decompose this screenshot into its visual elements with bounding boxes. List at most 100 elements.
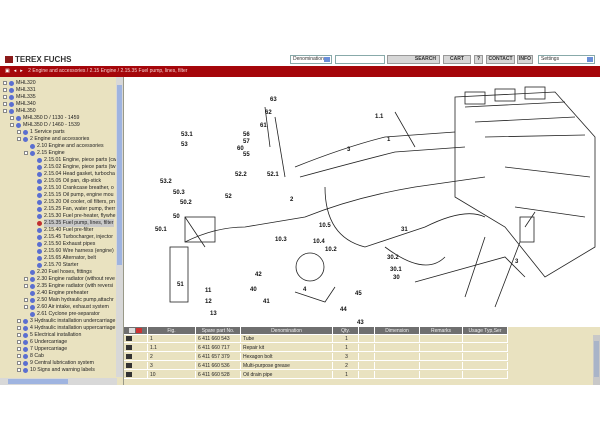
callout-label[interactable]: 52.2 xyxy=(235,172,247,178)
col-remarks[interactable]: Remarks xyxy=(420,327,463,335)
callout-label[interactable]: 40 xyxy=(250,287,257,293)
folder-icon[interactable]: ▣ xyxy=(5,68,10,74)
search-button[interactable]: SEARCH xyxy=(387,55,440,64)
table-vertical-scrollbar[interactable] xyxy=(593,335,600,385)
expand-toggle-icon[interactable] xyxy=(17,354,21,358)
callout-label[interactable]: 12 xyxy=(205,299,212,305)
callout-label[interactable]: 43 xyxy=(357,320,364,326)
expand-toggle-icon[interactable] xyxy=(10,123,14,127)
callout-label[interactable]: 51 xyxy=(177,282,184,288)
expand-toggle-icon[interactable] xyxy=(3,102,7,106)
expand-toggle-icon[interactable] xyxy=(17,333,21,337)
callout-label[interactable]: 44 xyxy=(340,307,347,313)
tree-item[interactable]: MHL350 xyxy=(3,107,36,115)
help-button[interactable]: ? xyxy=(474,55,483,64)
expand-toggle-icon[interactable] xyxy=(17,368,21,372)
callout-label[interactable]: 50.3 xyxy=(173,190,185,196)
callout-label[interactable]: 31 xyxy=(401,227,408,233)
col-spare-part-no[interactable]: Spare part No. xyxy=(196,327,241,335)
add-to-cart-icon[interactable] xyxy=(124,371,148,379)
add-to-cart-icon[interactable] xyxy=(124,335,148,343)
callout-label[interactable]: 30 xyxy=(393,275,400,281)
tree-item[interactable]: 2.15.15 Oil pump, engine mou xyxy=(31,191,114,199)
expand-toggle-icon[interactable] xyxy=(24,305,28,309)
callout-label[interactable]: 57 xyxy=(243,139,250,145)
expand-toggle-icon[interactable] xyxy=(10,116,14,120)
info-button[interactable]: INFO xyxy=(517,55,533,64)
expand-toggle-icon[interactable] xyxy=(17,347,21,351)
expand-toggle-icon[interactable] xyxy=(24,284,28,288)
tree-item[interactable]: 2.15.40 Fuel pre-filter xyxy=(31,226,93,234)
tree-item[interactable]: 8 Cab xyxy=(17,352,44,360)
callout-label[interactable]: 30.2 xyxy=(387,255,399,261)
expand-toggle-icon[interactable] xyxy=(3,95,7,99)
callout-label[interactable]: 1 xyxy=(387,137,391,143)
expand-toggle-icon[interactable] xyxy=(24,151,28,155)
expand-toggle-icon[interactable] xyxy=(24,298,28,302)
add-to-cart-icon[interactable] xyxy=(124,344,148,352)
callout-label[interactable]: 4 xyxy=(303,287,307,293)
tree-item[interactable]: 2.15.45 Turbocharger, injector xyxy=(31,233,113,241)
tree-item[interactable]: 1 Service parts xyxy=(17,128,65,136)
search-input[interactable] xyxy=(335,55,385,64)
callout-label[interactable]: 53.2 xyxy=(160,179,172,185)
add-to-cart-icon[interactable] xyxy=(124,362,148,370)
tree-item[interactable]: 2.15.01 Engine, piece parts (cw xyxy=(31,156,117,164)
callout-label[interactable]: 60 xyxy=(237,146,244,152)
tree-item[interactable]: 2.15.25 Fan, water pump, therr xyxy=(31,205,115,213)
tree-item[interactable]: 2.15.04 Head gasket, turbocha xyxy=(31,170,115,178)
tree-item[interactable]: 2.20 Fuel hoses, fittings xyxy=(24,268,92,276)
callout-label[interactable]: 50.1 xyxy=(155,227,167,233)
tree-item[interactable]: 2.15.50 Exhaust pipes xyxy=(31,240,95,248)
tree-item[interactable]: MHL335 xyxy=(3,93,36,101)
tree-item[interactable]: 2.15.10 Crankcase breather, o xyxy=(31,184,114,192)
tree-vertical-scrollbar[interactable] xyxy=(116,77,123,377)
callout-label[interactable]: 41 xyxy=(263,299,270,305)
select-all-icon[interactable] xyxy=(124,327,148,335)
tree-item[interactable]: 2 Engine and accessories xyxy=(17,135,89,143)
tree-item[interactable]: 2.15.35 Fuel pump, lines, filter xyxy=(31,219,114,227)
callout-label[interactable]: 10.3 xyxy=(275,237,287,243)
add-to-cart-icon[interactable] xyxy=(124,353,148,361)
callout-label[interactable]: 1.1 xyxy=(375,114,384,120)
expand-toggle-icon[interactable] xyxy=(17,326,21,330)
settings-select[interactable]: Settings xyxy=(538,55,595,64)
tree-item[interactable]: 2.61 Cyclone pre-separator xyxy=(24,310,100,318)
tree-item[interactable]: 6 Undercarriage xyxy=(17,338,67,346)
expand-toggle-icon[interactable] xyxy=(17,319,21,323)
col-denomination[interactable]: Denomination xyxy=(241,327,333,335)
tree-item[interactable]: 5 Electrical installation xyxy=(17,331,81,339)
expand-toggle-icon[interactable] xyxy=(3,109,7,113)
cart-button[interactable]: CART xyxy=(443,55,471,64)
tree-item[interactable]: 2.40 Engine preheater xyxy=(24,289,88,297)
tree-item[interactable]: 2.15.30 Fuel pre-heater, flywhe xyxy=(31,212,116,220)
expand-toggle-icon[interactable] xyxy=(17,361,21,365)
tree-item[interactable]: 2.15.05 Oil pan, dip-stick xyxy=(31,177,101,185)
tree-item[interactable]: 3 Hydraulic installation undercarriage xyxy=(17,317,115,325)
tree-item[interactable]: 2.35 Engine radiator (with reversi xyxy=(24,282,113,290)
tree-horizontal-scrollbar[interactable] xyxy=(0,378,117,385)
col-fig[interactable]: Fig. xyxy=(148,327,196,335)
callout-label[interactable]: 56 xyxy=(243,132,250,138)
tree-item[interactable]: MHL350 D / 1460 - 1539 xyxy=(10,121,80,129)
tree-item[interactable]: 4 Hydraulic installation uppercarriage xyxy=(17,324,115,332)
callout-label[interactable]: 52.1 xyxy=(267,172,279,178)
tree-item[interactable]: MHL331 xyxy=(3,86,36,94)
tree-item[interactable]: 7 Uppercarriage xyxy=(17,345,67,353)
expand-toggle-icon[interactable] xyxy=(17,340,21,344)
tree-item[interactable]: 2.15.02 Engine, piece parts (tw xyxy=(31,163,116,171)
tree-item[interactable]: 2.15.65 Alternator, belt xyxy=(31,254,96,262)
callout-label[interactable]: 10.4 xyxy=(313,239,325,245)
callout-label[interactable]: 11 xyxy=(205,288,212,294)
search-field-select[interactable]: Denomination xyxy=(290,55,332,64)
callout-label[interactable]: 61 xyxy=(260,123,267,129)
forward-icon[interactable]: ▸ xyxy=(20,68,23,74)
expand-toggle-icon[interactable] xyxy=(3,88,7,92)
callout-label[interactable]: 42 xyxy=(255,272,262,278)
callout-label[interactable]: 13 xyxy=(210,311,217,317)
callout-label[interactable]: 55 xyxy=(243,152,250,158)
